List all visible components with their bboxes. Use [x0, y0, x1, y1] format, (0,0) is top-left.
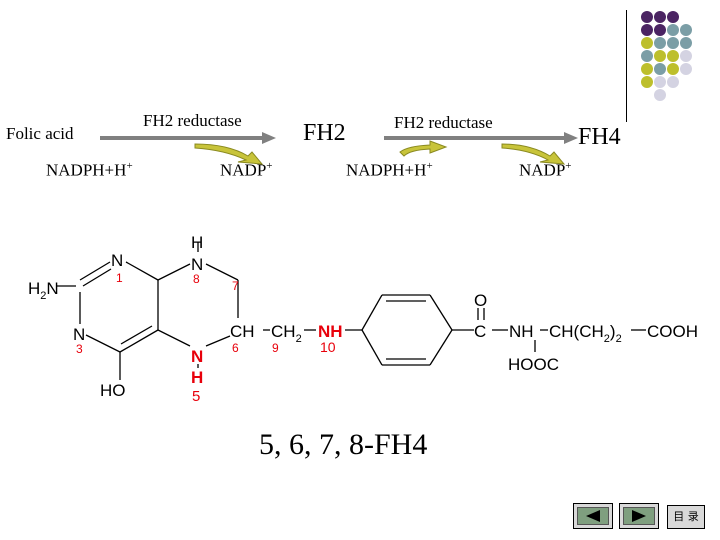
n5-atom: N: [191, 347, 203, 366]
n3-number: 3: [76, 342, 83, 356]
n1-number: 1: [116, 271, 123, 285]
glutamate-chain: CH(CH2)2: [549, 322, 622, 345]
decorative-dot: [680, 37, 692, 49]
nadph-2-label: NADPH+H+: [346, 160, 433, 180]
enzyme-2-label: FH2 reductase: [394, 113, 493, 132]
decorative-dot: [667, 24, 679, 36]
c6-number: 6: [232, 341, 239, 355]
decorative-dot: [654, 37, 666, 49]
decorative-dot: [654, 11, 666, 23]
triangle-right-icon: [632, 510, 646, 522]
fh2-label: FH2: [303, 120, 346, 146]
decorative-dot: [667, 50, 679, 62]
decorative-dot: [680, 50, 692, 62]
hooc-group: HOOC: [508, 355, 559, 374]
cooh-group: COOH: [647, 322, 698, 341]
nadph-1-label: NADPH+H+: [46, 160, 133, 180]
fh4-structure: H2N N 1 N 3 HO H N 8 7 CH 6 CH2 9 NH 10 …: [28, 233, 698, 405]
next-slide-button[interactable]: [619, 503, 659, 529]
folic-acid-label: Folic acid: [6, 124, 74, 143]
triangle-left-icon: [586, 510, 600, 522]
nh-atom: NH: [318, 322, 343, 341]
decorative-dot: [680, 24, 692, 36]
decorative-dot: [641, 76, 653, 88]
h5-atom: H: [191, 368, 203, 387]
c9-number: 9: [272, 341, 279, 355]
ch-atom: CH: [230, 322, 255, 341]
fh4-label: FH4: [578, 124, 621, 150]
structure-bonds: [56, 242, 646, 380]
carbonyl-o: O: [474, 291, 487, 310]
vertical-rule: [626, 10, 627, 122]
ho-label: HO: [100, 381, 126, 400]
reaction-arrow-1: [100, 132, 276, 144]
next-button-face: [623, 507, 655, 525]
enzyme-1-label: FH2 reductase: [143, 111, 242, 130]
decorative-dot: [654, 63, 666, 75]
decorative-dot: [654, 24, 666, 36]
nadp-2-label: NADP+: [519, 160, 572, 180]
n5-number: 5: [192, 388, 200, 405]
decorative-dot: [654, 76, 666, 88]
decorative-dot: [641, 50, 653, 62]
decorative-dot: [667, 76, 679, 88]
prev-slide-button[interactable]: [573, 503, 613, 529]
reaction-arrows: [100, 132, 578, 165]
decorative-dot: [654, 50, 666, 62]
decorative-dot: [641, 63, 653, 75]
n10-number: 10: [320, 339, 336, 355]
decorative-dot: [641, 37, 653, 49]
decorative-dot: [667, 37, 679, 49]
n8-number: 8: [193, 272, 200, 286]
n8-atom: N: [191, 255, 203, 274]
ch2-atom: CH2: [271, 322, 302, 345]
structure-caption: 5, 6, 7, 8-FH4: [259, 428, 428, 461]
decorative-dot: [641, 11, 653, 23]
amide-nh: NH: [509, 322, 534, 341]
h8-atom: H: [191, 233, 203, 252]
cofactor-curve-arrow-1: [194, 143, 264, 165]
decorative-dot: [680, 63, 692, 75]
decorative-dot: [667, 11, 679, 23]
decorative-dot-grid: [640, 10, 720, 110]
c7-number: 7: [232, 279, 239, 293]
carbonyl-c: C: [474, 322, 486, 341]
decorative-dot: [654, 89, 666, 101]
reaction-arrow-2: [384, 132, 578, 144]
nadp-1-label: NADP+: [220, 160, 273, 180]
h2n-label: H2N: [28, 279, 59, 302]
decorative-dot: [641, 24, 653, 36]
n1-atom: N: [111, 251, 123, 270]
cofactor-curve-arrow-2: [399, 140, 566, 165]
menu-button[interactable]: 目 录: [667, 505, 705, 529]
prev-button-face: [577, 507, 609, 525]
decorative-dot: [667, 63, 679, 75]
n3-atom: N: [73, 325, 85, 344]
